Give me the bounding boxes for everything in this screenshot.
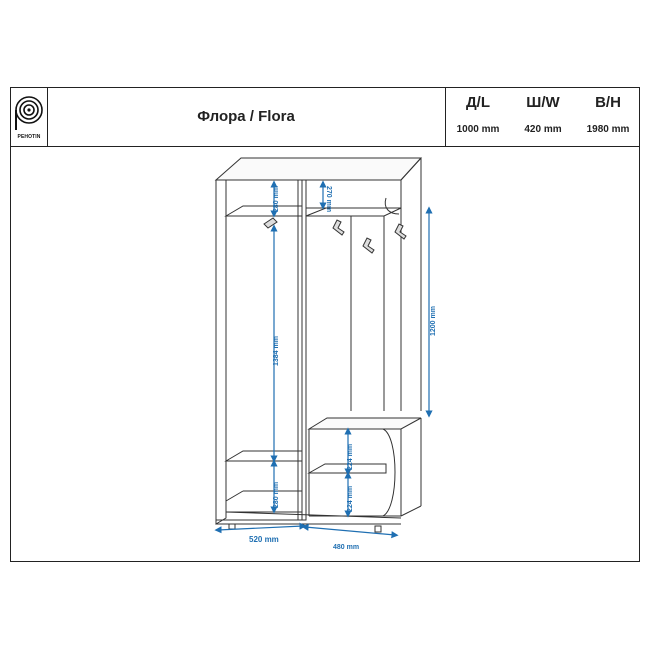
logo: PEHOTIN	[11, 88, 48, 146]
dim-right-width: 480 mm	[333, 544, 359, 551]
wardrobe-diagram: 280 mm 270 mm 1384 mm 280 mm 1200 mm 224…	[214, 157, 437, 551]
dim-right-mid: 224 mm	[347, 444, 354, 470]
spec-width-key: Ш/W	[526, 94, 560, 111]
dim-left-tall: 1384 mm	[273, 336, 280, 366]
coat-hooks	[332, 219, 407, 254]
spec-length-value: 1000 mm	[456, 124, 500, 135]
dim-right-bottom: 224 mm	[347, 486, 354, 512]
spec-table: Д/L 1000 mm Ш/W 420 mm В/Н 1980 mm	[445, 88, 640, 146]
spec-width: Ш/W 420 mm	[511, 88, 575, 146]
spec-width-value: 420 mm	[524, 124, 562, 135]
spec-height-value: 1980 mm	[586, 124, 630, 135]
dim-top-left: 280 mm	[273, 186, 280, 212]
spiral-logo-icon	[15, 96, 43, 130]
spec-height: В/Н 1980 mm	[576, 88, 640, 146]
product-title: Флора / Flora	[197, 108, 295, 125]
hook-icon	[362, 237, 375, 254]
drawing-sheet: PEHOTIN Флора / Flora Д/L 1000 mm Ш/W 42…	[10, 87, 640, 562]
title-block: PEHOTIN Флора / Flora Д/L 1000 mm Ш/W 42…	[11, 88, 639, 147]
hook-icon	[332, 219, 345, 236]
cabinet-outline	[214, 157, 423, 533]
dimension-labels: 280 mm 270 mm 1384 mm 280 mm 1200 mm 224…	[249, 186, 437, 551]
hook-icon	[394, 223, 407, 240]
logo-text: PEHOTIN	[17, 134, 41, 140]
spec-length-key: Д/L	[465, 94, 491, 111]
dim-top-right: 270 mm	[325, 186, 332, 212]
spec-length: Д/L 1000 mm	[446, 88, 510, 146]
spec-height-key: В/Н	[595, 94, 621, 111]
dim-right-height: 1200 mm	[430, 306, 437, 336]
dim-left-bottom: 280 mm	[273, 482, 280, 508]
dimension-lines	[214, 180, 433, 539]
dim-left-width: 520 mm	[249, 535, 279, 544]
furniture-drawing: 280 mm 270 mm 1384 mm 280 mm 1200 mm 224…	[11, 146, 639, 562]
